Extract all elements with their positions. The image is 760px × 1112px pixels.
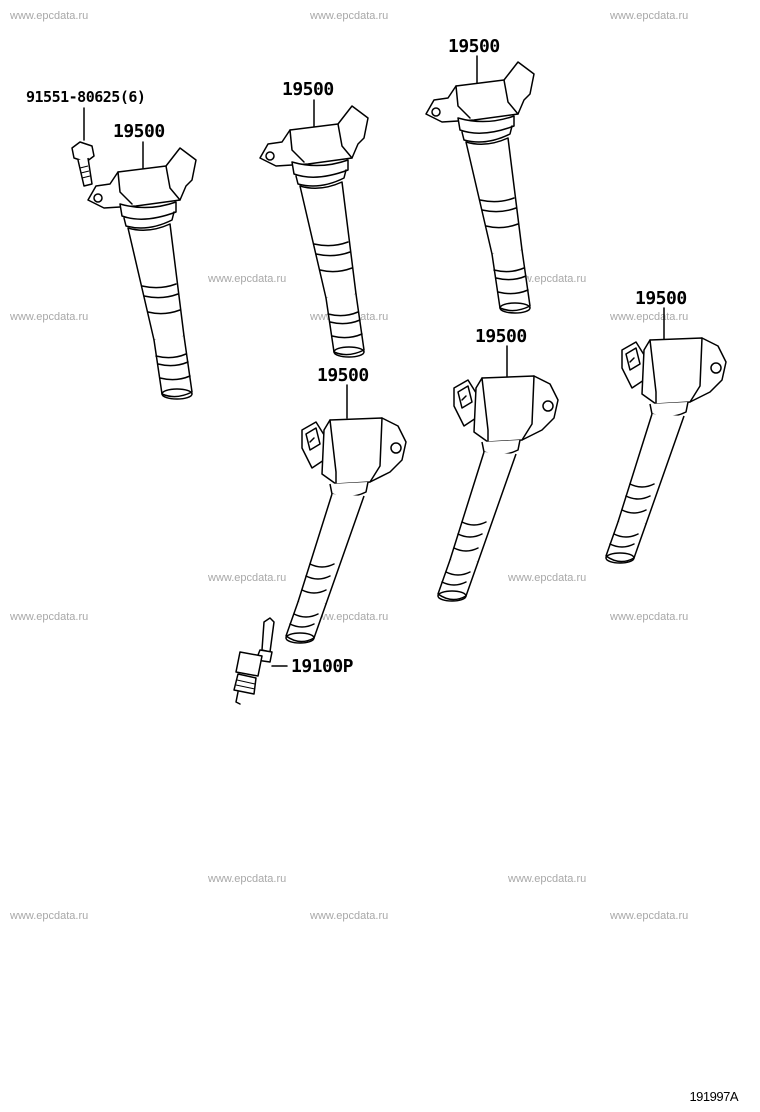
ignition-coil-2 (259, 105, 369, 358)
callout-coil-6: 19500 (317, 365, 369, 386)
callout-coil-2: 19500 (282, 79, 334, 100)
callout-coil-3: 19500 (448, 36, 500, 57)
ignition-coil-3 (425, 61, 535, 314)
watermark: www.epcdata.ru (610, 10, 689, 22)
watermark: www.epcdata.ru (208, 873, 287, 885)
ignition-coil-4 (605, 337, 727, 564)
watermark: www.epcdata.ru (208, 572, 287, 584)
watermark: www.epcdata.ru (610, 311, 689, 323)
ignition-coil-6 (285, 417, 407, 644)
watermark: www.epcdata.ru (310, 910, 389, 922)
watermark: www.epcdata.ru (508, 572, 587, 584)
watermark: www.epcdata.ru (310, 10, 389, 22)
watermark: www.epcdata.ru (10, 311, 89, 323)
bolt-shape (71, 141, 95, 187)
ignition-coil-1 (87, 147, 197, 400)
figure-number: 191997A (689, 1089, 738, 1104)
watermark: www.epcdata.ru (10, 910, 89, 922)
watermark: www.epcdata.ru (610, 611, 689, 623)
callout-coil-5: 19500 (475, 326, 527, 347)
callout-coil-4: 19500 (635, 288, 687, 309)
callout-bolt: 91551-80625(6) (26, 88, 146, 106)
watermark: www.epcdata.ru (508, 273, 587, 285)
callout-coil-1: 19500 (113, 121, 165, 142)
watermark: www.epcdata.ru (610, 910, 689, 922)
ignition-coil-5 (437, 375, 559, 602)
watermark: www.epcdata.ru (310, 611, 389, 623)
callout-spark-plug: 19100P (291, 656, 354, 677)
spark-plug-shape (233, 617, 275, 705)
watermark: www.epcdata.ru (10, 611, 89, 623)
watermark: www.epcdata.ru (208, 273, 287, 285)
watermark: www.epcdata.ru (10, 10, 89, 22)
watermark: www.epcdata.ru (508, 873, 587, 885)
